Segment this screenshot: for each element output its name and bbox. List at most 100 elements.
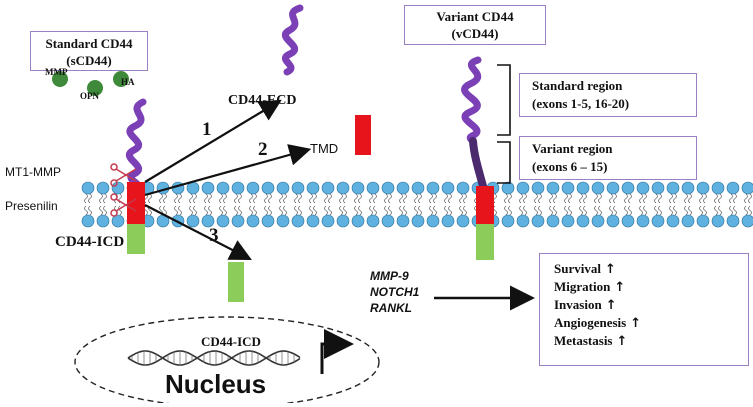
lipid-tail [279, 205, 283, 216]
lipid-head [666, 181, 680, 195]
lipid-tail [598, 193, 602, 204]
lipid-tail [429, 205, 433, 216]
variant-cd44-abbr: (vCD44) [451, 26, 499, 41]
standard-cd44-abbr: (sCD44) [66, 53, 112, 68]
scd44-icd [127, 224, 145, 254]
lipid-head [441, 214, 455, 228]
lipid-head [441, 181, 455, 195]
lipid-head [546, 181, 560, 195]
lipid-tail [703, 205, 707, 216]
lipid-tail [204, 193, 208, 204]
lipid-tail [294, 205, 298, 216]
lipid-head [531, 181, 545, 195]
lipid-head [576, 181, 590, 195]
lipid-head [636, 214, 650, 228]
ligand-mmp [52, 71, 68, 87]
lipid-tail [223, 205, 227, 216]
lipid-tail [118, 193, 122, 204]
variant-region-box: Variant region (exons 6 – 15) [519, 136, 697, 180]
lipid-head [81, 214, 95, 228]
lipid-tail [729, 193, 733, 204]
lipid-tail [654, 205, 658, 216]
lipid-tail [654, 193, 658, 204]
lipid-tail [444, 205, 448, 216]
variant-cd44-title: Variant CD44 [436, 9, 514, 24]
ligand-ha [113, 71, 129, 87]
lipid-tail [399, 205, 403, 216]
lipid-tail [88, 205, 92, 216]
arrow-step-2 [144, 144, 312, 197]
lipid-tail [564, 193, 568, 204]
lipid-tail [193, 193, 197, 204]
gene-mmp9: MMP-9 [370, 269, 409, 283]
lipid-tail [298, 205, 302, 216]
lipid-tail [399, 193, 403, 204]
lipid-tail [744, 193, 748, 204]
lipid-tail [84, 205, 88, 216]
lipid-tail [624, 193, 628, 204]
lipid-tail [279, 193, 283, 204]
lipid-head [456, 214, 470, 228]
lipid-tail [264, 193, 268, 204]
lipid-tail [433, 205, 437, 216]
lipid-tail [444, 193, 448, 204]
lipid-tail [268, 205, 272, 216]
lipid-tail [193, 205, 197, 216]
vcd44-transmembrane [476, 186, 494, 224]
lipid-head [396, 181, 410, 195]
lipid-tail [549, 193, 553, 204]
lipid-head [381, 214, 395, 228]
variant-region-title: Variant region [532, 141, 613, 156]
lipid-tail [609, 205, 613, 216]
lipid-tail [639, 193, 643, 204]
lipid-tail [429, 193, 433, 204]
lipid-tail [583, 193, 587, 204]
lipid-tail [238, 205, 242, 216]
standard-cd44-box: Standard CD44 (sCD44) [30, 31, 148, 71]
lipid-tail [159, 193, 163, 204]
ligand-ha-label: HA [121, 77, 135, 87]
lipid-tail [718, 193, 722, 204]
lipid-tail [324, 205, 328, 216]
gene-rankl: RANKL [370, 301, 412, 315]
lipid-head [216, 181, 230, 195]
lipid-head [276, 214, 290, 228]
bracket-standard-region [497, 64, 511, 136]
lipid-head [381, 181, 395, 195]
lipid-head [96, 181, 110, 195]
bracket-variant-region [497, 141, 511, 184]
lipid-tail [579, 193, 583, 204]
outcomes-list: Survival↑Migration↑Invasion↑Angiogenesis… [554, 260, 748, 350]
lipid-tail [324, 193, 328, 204]
outcome-label: Migration [554, 279, 611, 294]
target-genes: MMP-9 NOTCH1 RANKL [370, 268, 419, 316]
lipid-head [111, 214, 125, 228]
lipid-head [531, 214, 545, 228]
standard-cd44-title: Standard CD44 [45, 36, 133, 51]
lipid-tail [84, 193, 88, 204]
cd44-icd-label: CD44-ICD [55, 234, 125, 250]
lipid-tail [748, 193, 752, 204]
lipid-head [96, 214, 110, 228]
lipid-tail [219, 205, 223, 216]
lipid-tail [594, 205, 598, 216]
lipid-head [336, 214, 350, 228]
lipid-head [396, 214, 410, 228]
lipid-tail [163, 193, 167, 204]
standard-region-box: Standard region (exons 1-5, 16-20) [519, 73, 697, 117]
lipid-head [651, 181, 665, 195]
lipid-tail [729, 205, 733, 216]
lipid-tail [519, 193, 523, 204]
dna-helix-icon [127, 350, 301, 366]
lipid-head [426, 181, 440, 195]
variant-region-exons: (exons 6 – 15) [532, 159, 608, 174]
lipid-head [546, 214, 560, 228]
lipid-tail [583, 205, 587, 216]
lipid-tail [688, 193, 692, 204]
lipid-tail [388, 193, 392, 204]
lipid-head [516, 181, 530, 195]
lipid-tail [459, 205, 463, 216]
lipid-tail [369, 193, 373, 204]
lipid-tail [294, 193, 298, 204]
lipid-tail [463, 205, 467, 216]
